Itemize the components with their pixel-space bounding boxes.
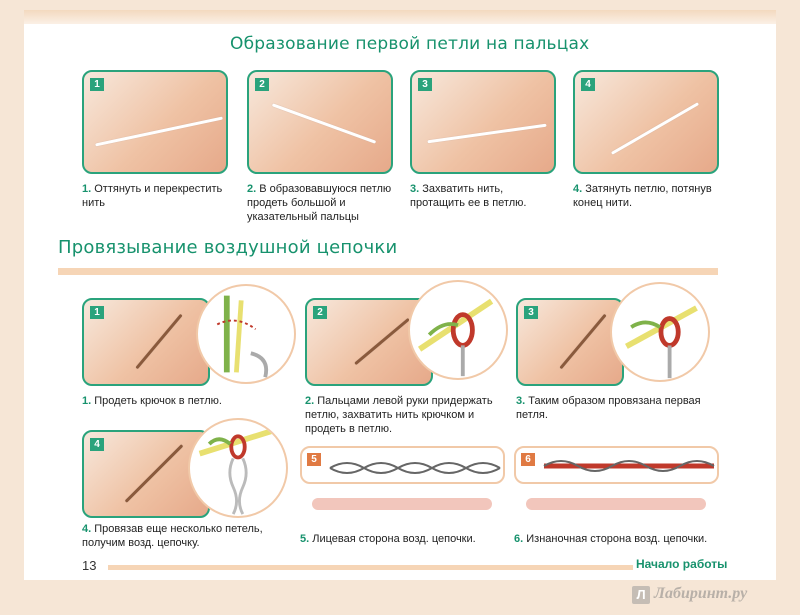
chain-photo-back <box>514 490 719 516</box>
crochet-hook <box>135 313 183 370</box>
chain-diagram-back: 6 <box>514 446 719 484</box>
page-number: 13 <box>82 558 97 573</box>
watermark-text: Лабиринт.ру <box>654 585 748 602</box>
caption-s1-1: 1. Оттянуть и перекрестить нить <box>82 183 223 209</box>
step-number-badge: 4 <box>90 438 104 451</box>
step-number-badge: 4 <box>581 78 595 91</box>
photo-s1-4: 4 <box>573 70 719 174</box>
hook-loop-diagram <box>625 305 698 379</box>
yarn-thread <box>610 102 700 155</box>
caption-s1-4: 4. Затянуть петлю, потянув конец нити. <box>573 183 712 209</box>
chain-photo-front <box>300 490 505 516</box>
crochet-hook <box>559 313 607 370</box>
hook-loop-diagram <box>216 295 269 378</box>
watermark-logo-icon: Л <box>632 586 650 604</box>
caption-s2-1: 1. Продеть крючок в петлю. <box>82 395 222 407</box>
step-number-badge: 6 <box>521 453 535 466</box>
step-number-badge: 1 <box>90 78 104 91</box>
step-number-badge: 2 <box>313 306 327 319</box>
section2-title: Провязывание воздушной цепочки <box>58 237 398 258</box>
diagram-circle-3 <box>610 282 710 382</box>
step-number-badge: 2 <box>255 78 269 91</box>
caption-s2-3: 3. Таким образом провязана первая петля. <box>516 395 701 421</box>
diagram-circle-1 <box>196 284 296 384</box>
chain-diagram-front: 5 <box>300 446 505 484</box>
diagram-circle-2 <box>408 280 508 380</box>
caption-s2-2: 2. Пальцами левой руки придержать петлю,… <box>305 395 493 435</box>
photo-s2-3: 3 <box>516 298 624 386</box>
step-number-badge: 3 <box>418 78 432 91</box>
yarn-thread <box>95 116 223 147</box>
photo-s1-3: 3 <box>410 70 556 174</box>
caption-s2-4: 4. Провязав еще несколько петель, получи… <box>82 523 263 549</box>
running-footer-section: Начало работы <box>636 557 728 571</box>
chain-front-drawing <box>329 462 501 474</box>
yarn-thread <box>427 123 547 144</box>
footer-rule <box>108 565 633 570</box>
crochet-hook <box>124 444 184 503</box>
photo-s2-1: 1 <box>82 298 210 386</box>
top-peach-bar <box>24 10 776 24</box>
photo-s1-1: 1 <box>82 70 228 174</box>
caption-s1-2: 2. В образовавшуюся петлю продеть большо… <box>247 183 392 223</box>
section1-title: Образование первой петли на пальцах <box>230 34 590 54</box>
step-number-badge: 5 <box>307 453 321 466</box>
hook-loop-diagram <box>418 298 494 377</box>
chain-back-drawing <box>543 460 715 472</box>
step-number-badge: 3 <box>524 306 538 319</box>
section2-underline <box>58 268 718 275</box>
photo-s1-2: 2 <box>247 70 393 174</box>
diagram-circle-4 <box>188 418 288 518</box>
caption-s1-3: 3. Захватить нить, протащить ее в петлю. <box>410 183 527 209</box>
caption-s2-6: 6. Изнаночная сторона возд. цепочки. <box>514 533 708 545</box>
step-number-badge: 1 <box>90 306 104 319</box>
yarn-thread <box>271 103 377 144</box>
caption-s2-5: 5. Лицевая сторона возд. цепочки. <box>300 533 476 545</box>
crochet-hook <box>354 317 410 366</box>
chain-diagram <box>198 426 278 515</box>
